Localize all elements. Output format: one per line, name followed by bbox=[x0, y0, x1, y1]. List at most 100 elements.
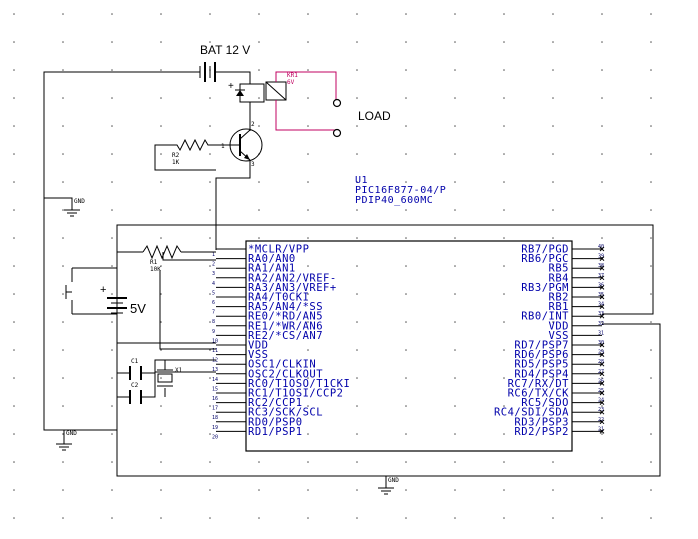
u1-chip-body[interactable] bbox=[245, 240, 573, 452]
u1-pin-left[interactable]: 1*MCLR/VPP bbox=[212, 244, 309, 259]
pin-name: VSS bbox=[248, 349, 268, 361]
pin-name: RD2/PSP2 bbox=[514, 426, 569, 438]
r1-value: 10K bbox=[150, 266, 161, 273]
u1-pin-left[interactable]: 9 RE1/*WR/AN6 bbox=[212, 320, 323, 335]
load-terminal-bottom[interactable] bbox=[332, 128, 342, 138]
gnd-label-top: GND bbox=[74, 198, 85, 205]
pin-name: RB2 bbox=[549, 292, 569, 304]
pin-name: RD7/PSP7 bbox=[514, 340, 569, 352]
pin-number: 17 bbox=[212, 406, 218, 412]
pin-number: 38 bbox=[598, 263, 604, 269]
battery-12v[interactable] bbox=[43, 62, 251, 198]
pin-number: 39 bbox=[598, 254, 604, 260]
pin-number: 40 bbox=[598, 244, 604, 250]
u1-pin-left[interactable]: 7 RA5/AN4/*SS bbox=[212, 301, 323, 316]
c2-ref: C2 bbox=[131, 382, 139, 389]
pin-number: 26 bbox=[598, 378, 604, 384]
reset-switch[interactable] bbox=[65, 268, 73, 314]
u1-pin-right[interactable]: 28 RD5/PSP5 bbox=[514, 359, 605, 371]
capacitor-c1[interactable] bbox=[129, 366, 142, 380]
supply-plus-label: + bbox=[100, 284, 106, 296]
pin-name: RC1/T1OSI/CCP2 bbox=[248, 388, 344, 400]
pin-number: 12 bbox=[212, 358, 218, 364]
u1-ref: U1 bbox=[355, 175, 368, 186]
c1-ref: C1 bbox=[131, 358, 139, 365]
pin-number: 13 bbox=[212, 367, 218, 373]
pin-number: 28 bbox=[598, 359, 604, 365]
pin-number: 9 bbox=[212, 329, 215, 335]
crystal-x1[interactable] bbox=[157, 369, 173, 387]
pin-name: RD3/PSP3 bbox=[514, 416, 569, 428]
capacitor-c2[interactable] bbox=[129, 390, 142, 404]
battery-5v[interactable] bbox=[107, 268, 127, 343]
pin-name: RC3/SCK/SCL bbox=[248, 407, 323, 419]
pin-name: RE2/*CS/AN7 bbox=[248, 330, 323, 342]
ground-symbol-bottom bbox=[378, 487, 394, 495]
u1-pin-right[interactable]: 38 RB5 bbox=[549, 263, 605, 275]
load-label: LOAD bbox=[358, 109, 391, 123]
pin-name: RE1/*WR/AN6 bbox=[248, 320, 323, 332]
pin-number: 25 bbox=[598, 388, 604, 394]
pin-name: RA4/T0CKI bbox=[248, 292, 309, 304]
pin-number: 18 bbox=[212, 415, 218, 421]
u1-pin-right[interactable]: 32 VDD bbox=[549, 320, 605, 332]
pin-number: 32 bbox=[598, 321, 604, 327]
pin-number: 23 bbox=[598, 407, 604, 413]
q1-pin-2: 2 bbox=[251, 121, 255, 128]
u1-part: PIC16F877-04/P bbox=[355, 185, 446, 196]
pin-name: RD5/PSP5 bbox=[514, 359, 569, 371]
u1-pin-left[interactable]: 12 VSS bbox=[212, 349, 268, 364]
load-terminal-top[interactable] bbox=[332, 98, 342, 108]
battery-label: BAT 12 V bbox=[200, 43, 250, 57]
pin-number: 19 bbox=[212, 425, 218, 431]
resistor-r2[interactable] bbox=[154, 138, 226, 171]
resistor-r1[interactable] bbox=[142, 244, 182, 260]
relay-ref: KR1 bbox=[287, 72, 298, 79]
pin-name: RB5 bbox=[549, 263, 569, 275]
pin-name: RA0/AN0 bbox=[248, 253, 296, 265]
u1-pin-left[interactable]: 18 RC3/SCK/SCL bbox=[212, 407, 323, 422]
relay-kr1[interactable] bbox=[235, 71, 337, 131]
pin-number: 7 bbox=[212, 310, 215, 316]
pin-name: RA5/AN4/*SS bbox=[248, 301, 323, 313]
pin-name: VDD bbox=[549, 320, 569, 332]
pin-number: 14 bbox=[212, 377, 218, 383]
pin-number: 4 bbox=[212, 281, 215, 287]
pin-name: RE0/*RD/AN5 bbox=[248, 311, 323, 323]
r1-ref: R1 bbox=[150, 259, 158, 266]
transistor-q1[interactable] bbox=[215, 126, 263, 250]
